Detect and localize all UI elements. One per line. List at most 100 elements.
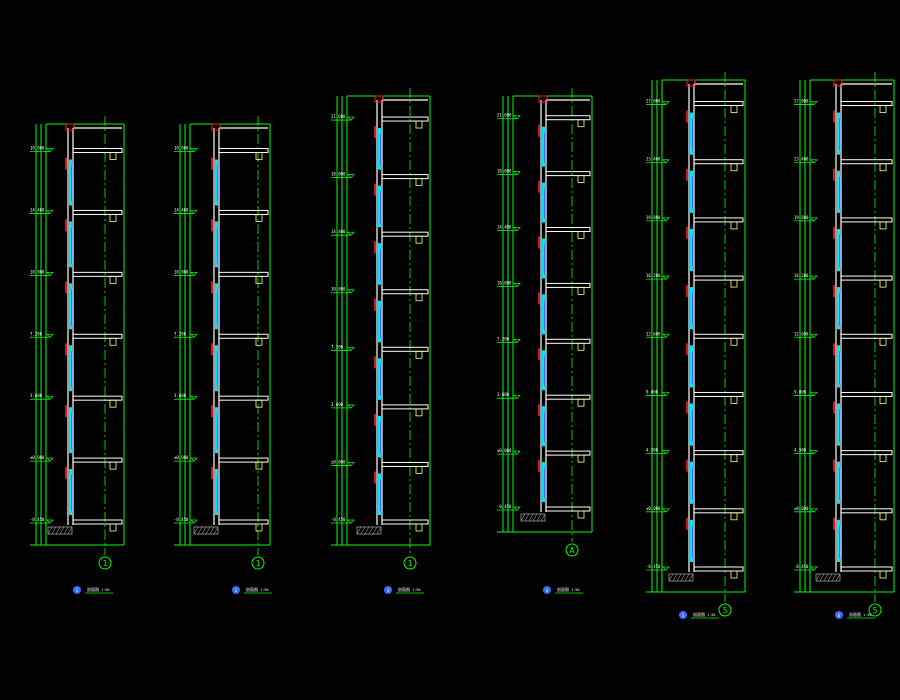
glass-panel [837, 170, 840, 213]
sections-layer: 1-0.450±0.000- - -3.600- - -7.200- - -10… [30, 71, 895, 619]
elevation-marker [190, 210, 198, 214]
elevation-label: -0.450 [646, 564, 661, 569]
glass-panel [378, 300, 381, 343]
title-scale: 1:50 [707, 613, 715, 617]
room-annotation: - - - [574, 254, 586, 259]
elevation-label: 19.800 [646, 215, 661, 220]
axis-bubble [718, 603, 732, 617]
axis-bubble [98, 556, 112, 570]
elevation-marker [46, 333, 54, 338]
glass-panel [69, 345, 72, 392]
beam-stub [415, 293, 423, 302]
room-annotation: - - - [574, 143, 586, 148]
room-annotation: - - - [104, 117, 116, 122]
mullion [71, 351, 73, 388]
section-1: 1-0.450±0.000- - -3.600- - -7.200- - -10… [30, 116, 125, 594]
elevation-marker [347, 231, 355, 236]
elevation-marker [810, 217, 818, 222]
beam-stub [255, 461, 263, 470]
elevation-label: 27.000 [646, 99, 661, 104]
mullion [692, 176, 694, 209]
glass-panel [215, 469, 218, 515]
beam-stub [577, 510, 585, 519]
floor-slab [218, 271, 269, 277]
title-text: 剖面图 [87, 586, 99, 592]
mullion [692, 525, 694, 558]
room-annotation: - - - [873, 188, 885, 193]
hatch-stroke [672, 573, 678, 582]
floor-slab [72, 333, 123, 339]
elevation-label: 16.200 [794, 273, 809, 278]
glass-panel [542, 406, 545, 447]
elevation-marker [190, 457, 198, 462]
beam-stub [577, 287, 585, 295]
beam-stub [109, 152, 117, 160]
floor-slab [72, 271, 123, 277]
mullion [544, 244, 546, 275]
elevation-label: 27.000 [794, 99, 809, 104]
elevation-marker [513, 115, 521, 120]
hatch-stroke [532, 513, 538, 522]
floor-slab [693, 159, 744, 165]
elevation-label: -0.450 [174, 517, 189, 522]
parapet-detail [211, 123, 221, 131]
elevation-label: 7.200 [174, 331, 187, 336]
room-annotation: - - - [104, 302, 116, 307]
mullion [544, 412, 546, 443]
hatch-stroke [827, 573, 833, 582]
floor-slab [72, 209, 123, 215]
glass-panel [837, 519, 840, 562]
title-scale: 1:50 [571, 588, 579, 592]
section-6: 5-0.450±0.000- - -4.500- - -9.000- - -12… [794, 71, 895, 619]
elevation-marker [513, 338, 521, 343]
floor-slab [545, 115, 591, 121]
parapet-detail [65, 123, 75, 131]
floor-slab [381, 231, 429, 237]
room-annotation: - - - [725, 246, 737, 251]
hatch-stroke [205, 526, 211, 535]
room-annotation: - - - [725, 188, 737, 193]
beam-stub [577, 342, 585, 351]
hatch-stroke [680, 573, 686, 582]
elevation-marker [190, 333, 198, 338]
title-bubble [679, 611, 687, 619]
elevation-marker [46, 457, 54, 462]
beam-stub [255, 523, 263, 532]
elevation-label: 12.600 [794, 331, 809, 336]
elevation-label: 23.400 [646, 157, 661, 162]
floor-slab [840, 275, 893, 281]
floor-slab [218, 519, 269, 525]
axis-label: 5 [873, 606, 878, 615]
hatch-stroke [819, 573, 825, 582]
beam-stub [415, 466, 423, 474]
title-bubble [232, 586, 240, 594]
glass-panel [690, 170, 693, 213]
floor-slab [218, 209, 269, 215]
mullion [217, 351, 219, 388]
floor-slab [381, 404, 429, 410]
title-bubble [835, 611, 843, 619]
glass-panel [542, 238, 545, 279]
elevation-marker [46, 272, 54, 276]
beam-stub [577, 398, 585, 407]
axis-bubble [251, 556, 265, 570]
elevation-marker [662, 101, 670, 106]
axis-label: 1 [408, 559, 413, 568]
elevation-label: 14.400 [331, 229, 346, 234]
room-annotation: - - - [873, 421, 885, 426]
glass-panel [378, 415, 381, 458]
mullion [217, 413, 219, 450]
glass-panel [378, 473, 381, 515]
hatch-stroke [360, 526, 366, 535]
elevation-marker [810, 450, 818, 455]
room-annotation: - - - [104, 426, 116, 431]
elevation-label: 10.800 [30, 269, 45, 274]
glass-panel [69, 221, 72, 268]
floor-slab [840, 508, 893, 514]
hatch-stroke [193, 526, 199, 535]
glass-panel [215, 407, 218, 454]
room-annotation: - - - [411, 375, 423, 380]
elevation-marker [810, 508, 818, 513]
room-annotation: - - - [250, 426, 262, 431]
